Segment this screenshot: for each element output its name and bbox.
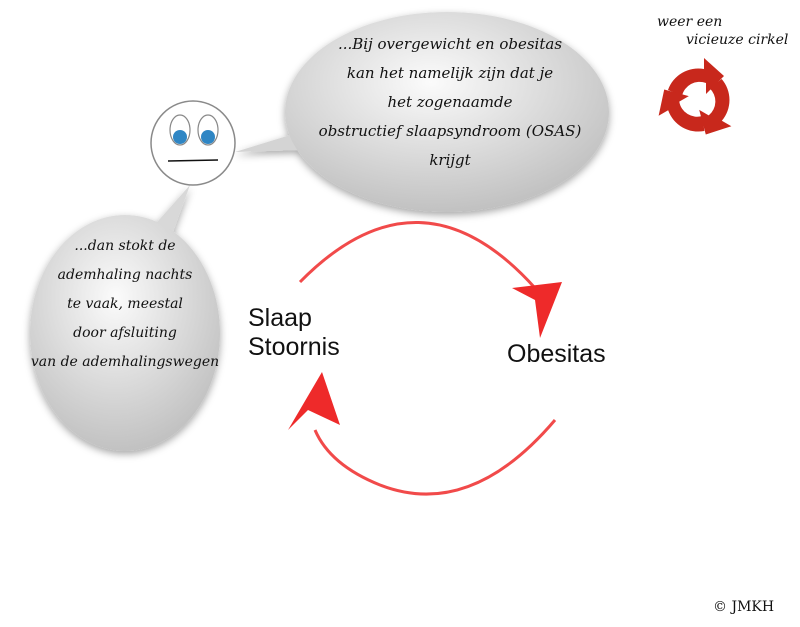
bubble-line: ademhaling nachts [57, 267, 193, 283]
speech-bubble-left-text: ...dan stokt de ademhaling nachts te vaa… [30, 232, 220, 377]
vicious-circle-line1: weer een [657, 14, 723, 30]
bubble-line: van de ademhalingswegen [30, 354, 220, 370]
bubble-line: te vaak, meestal [67, 296, 183, 312]
bubble-line: ...Bij overgewicht en obesitas [337, 35, 563, 53]
vicious-circle-line2: vicieuze cirkel [686, 32, 789, 48]
node-label-line: Stoornis [248, 333, 340, 361]
bubble-line: door afsluiting [73, 325, 177, 341]
node-obesity: Obesitas [507, 340, 606, 368]
speech-bubble-top [235, 12, 609, 212]
copyright: © JMKH [713, 599, 775, 615]
node-sleep-disorder: Slaap Stoornis [248, 304, 340, 362]
bubble-line: het zogenaamde [387, 93, 513, 111]
arrow-obesity-to-sleep [288, 372, 557, 496]
arrow-sleep-to-obesity [298, 221, 562, 338]
node-label-line: Slaap [248, 304, 312, 332]
speech-bubble-left [30, 185, 220, 451]
bubble-line: krijgt [429, 151, 471, 169]
neutral-face-icon [150, 100, 236, 186]
bubble-line: ...dan stokt de [74, 238, 176, 254]
speech-bubble-top-text: ...Bij overgewicht en obesitas kan het n… [300, 30, 600, 175]
bubble-line: kan het namelijk zijn dat je [346, 64, 554, 82]
recycle-icon [658, 58, 732, 135]
bubble-line: obstructief slaapsyndroom (OSAS) [318, 122, 582, 140]
